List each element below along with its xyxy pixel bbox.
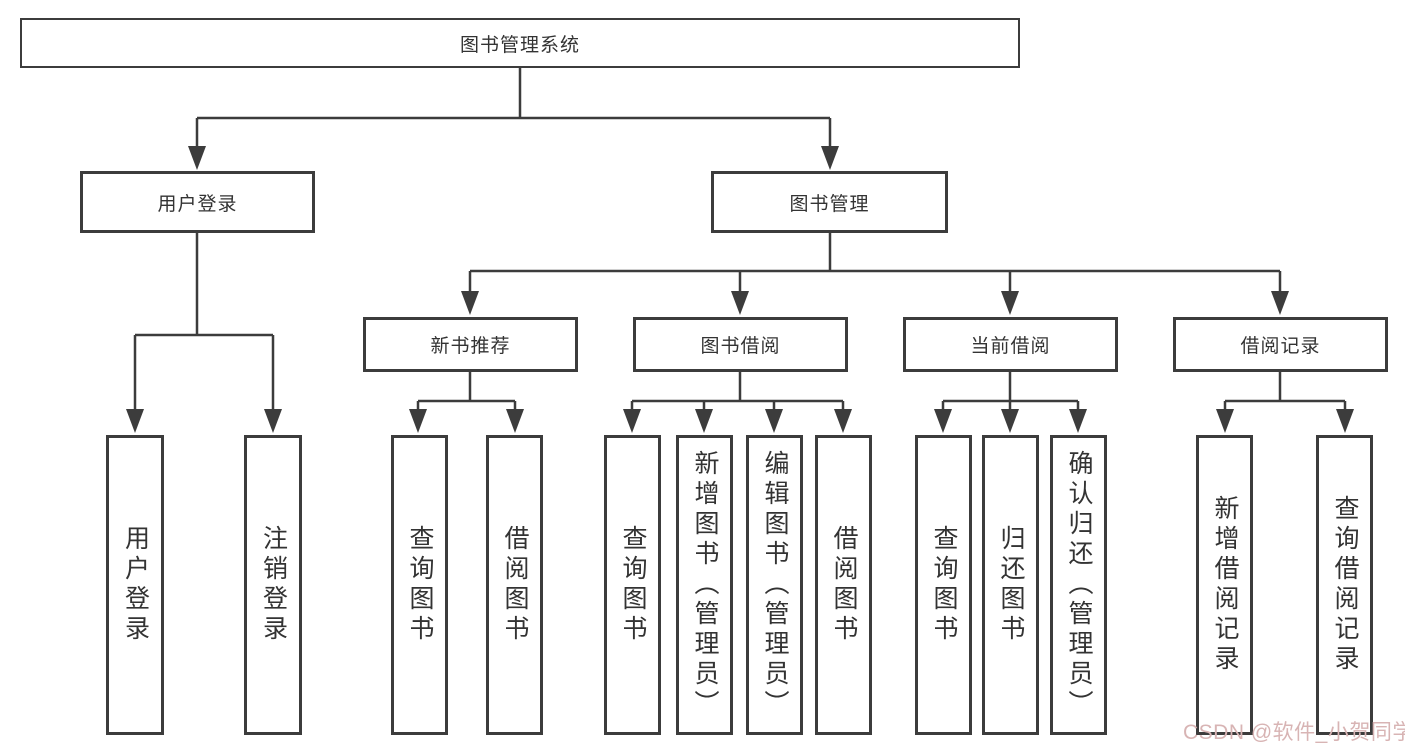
node-leaf-query-book-current: 查询图书 (915, 435, 972, 735)
node-label: 确认归还（管理员） (1065, 450, 1093, 720)
node-label: 图书管理 (789, 193, 870, 215)
node-book-borrow: 图书借阅 (633, 317, 848, 372)
node-label: 编辑图书（管理员） (761, 450, 789, 720)
node-book-management-module: 图书管理 (711, 171, 948, 233)
watermark: CSDN @软件_小贺同学 (1183, 721, 1405, 744)
node-leaf-borrow-book-recommend: 借阅图书 (486, 435, 543, 735)
node-borrow-records: 借阅记录 (1173, 317, 1388, 372)
node-leaf-query-book-recommend: 查询图书 (391, 435, 448, 735)
node-label: 图书管理系统 (459, 34, 580, 56)
node-label: 当前借阅 (970, 336, 1051, 357)
node-label: 归还图书 (997, 525, 1025, 645)
node-leaf-borrow-book: 借阅图书 (815, 435, 872, 735)
node-new-book-recommend: 新书推荐 (363, 317, 578, 372)
node-root-system: 图书管理系统 (20, 18, 1020, 68)
node-label: 新增图书（管理员） (691, 450, 719, 720)
node-leaf-add-borrow-record: 新增借阅记录 (1196, 435, 1253, 735)
node-label: 用户登录 (121, 525, 150, 645)
node-label: 借阅图书 (830, 525, 858, 645)
node-label: 查询图书 (930, 525, 958, 645)
node-label: 查询借阅记录 (1331, 495, 1359, 675)
node-label: 图书借阅 (700, 336, 781, 357)
node-leaf-add-book-admin: 新增图书（管理员） (676, 435, 733, 735)
node-leaf-return-book: 归还图书 (982, 435, 1039, 735)
node-leaf-query-book-borrow: 查询图书 (604, 435, 661, 735)
node-leaf-user-login: 用户登录 (106, 435, 164, 735)
node-label: 新书推荐 (430, 336, 511, 357)
node-label: 借阅图书 (501, 525, 529, 645)
node-leaf-confirm-return-admin: 确认归还（管理员） (1050, 435, 1107, 735)
node-user-login-module: 用户登录 (80, 171, 315, 233)
node-label: 查询图书 (406, 525, 434, 645)
node-label: 新增借阅记录 (1211, 495, 1239, 675)
node-leaf-query-borrow-record: 查询借阅记录 (1316, 435, 1373, 735)
node-current-borrow: 当前借阅 (903, 317, 1118, 372)
node-leaf-logout: 注销登录 (244, 435, 302, 735)
node-label: 注销登录 (259, 525, 288, 645)
node-leaf-edit-book-admin: 编辑图书（管理员） (746, 435, 803, 735)
node-label: 用户登录 (157, 193, 238, 215)
node-label: 查询图书 (619, 525, 647, 645)
node-label: 借阅记录 (1240, 336, 1321, 357)
